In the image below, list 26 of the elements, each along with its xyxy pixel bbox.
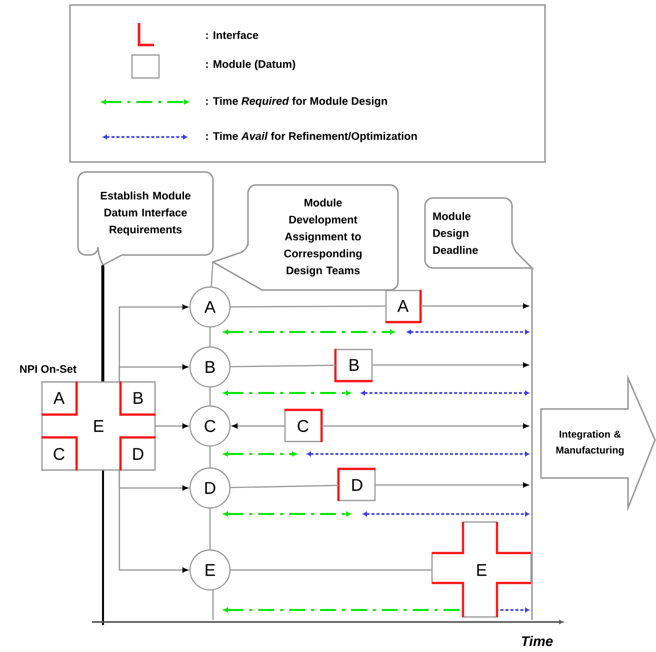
- legend-text: : Interface: [206, 30, 258, 40]
- annotation-text: NPI On-Set: [20, 365, 76, 373]
- module-box: B: [119, 381, 156, 416]
- connector-arrow: [372, 362, 528, 368]
- connector-arrow: [322, 424, 528, 428]
- module-box: D: [337, 468, 376, 502]
- connector-arrow: [156, 424, 188, 428]
- module-box: B: [334, 348, 373, 382]
- callout-bubble: Establish Module Datum Interface Requirements: [77, 171, 214, 266]
- module-box: A: [385, 290, 422, 324]
- connector-arrow: [118, 470, 188, 572]
- legend-text: : Time Required for Module Design: [206, 96, 387, 108]
- callout-bubble: Module Design Deadline: [424, 197, 533, 269]
- connector-arrow: [232, 424, 284, 428]
- module-box: C: [284, 408, 323, 442]
- axis-label: Time: [522, 636, 553, 646]
- connector-arrow: [376, 482, 528, 488]
- connector-arrow: [420, 304, 528, 308]
- connector-arrow: [118, 364, 188, 382]
- callout-bubble: Module Development Assignment to Corresponding Design Teams: [212, 184, 399, 291]
- module-box: D: [119, 436, 156, 471]
- module-box: A: [41, 381, 78, 416]
- module-cross: E: [431, 521, 532, 618]
- module-box: C: [41, 436, 78, 471]
- legend-text: : Module (Datum): [206, 60, 296, 70]
- legend-text: : Time Avail for Refinement/Optimization: [206, 132, 417, 142]
